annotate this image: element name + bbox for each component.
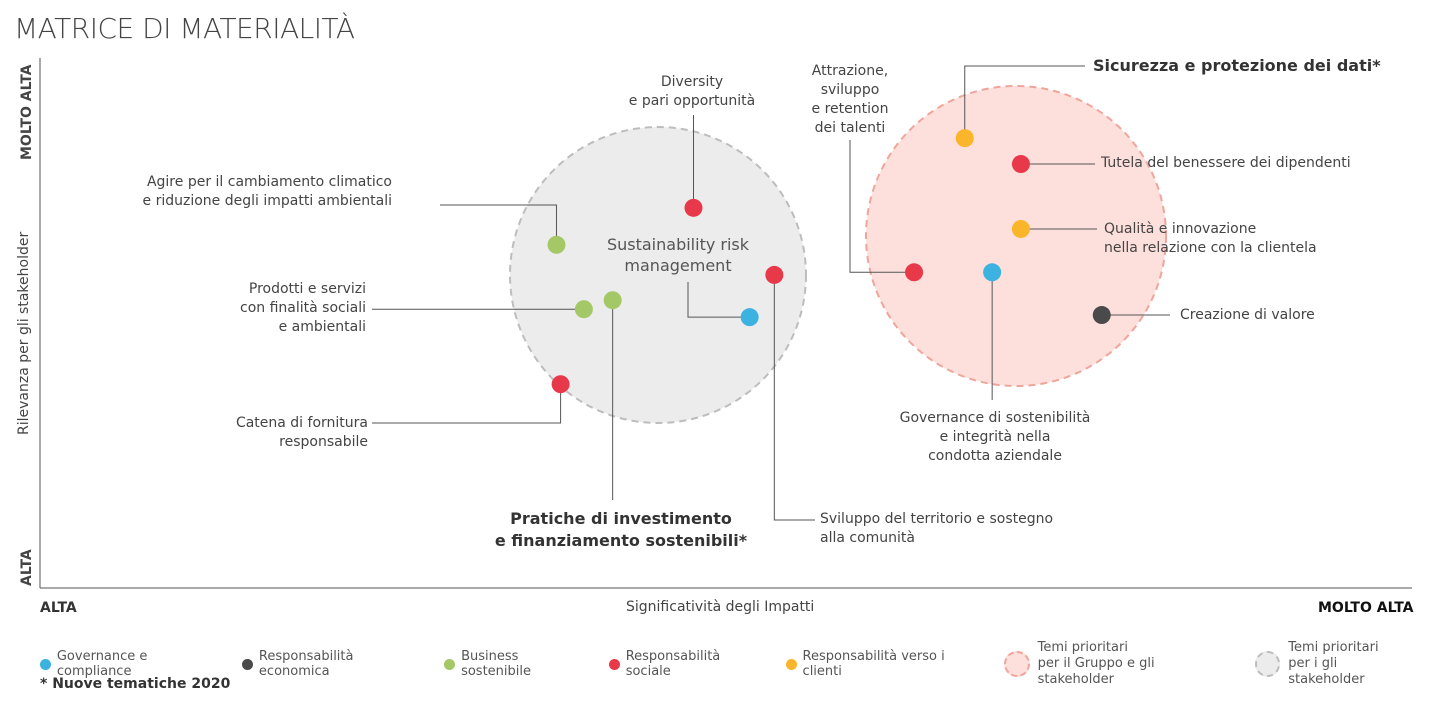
- dot-icon: [40, 658, 51, 670]
- legend-label: Business sostenibile: [461, 649, 531, 679]
- x-tick-alta: ALTA: [40, 600, 77, 616]
- label-line: alla comunità: [820, 530, 915, 546]
- label-line: Pratiche di investimento: [510, 509, 732, 528]
- label-creazione: Creazione di valore: [1180, 307, 1315, 323]
- legend-label: Responsabilità sociale: [625, 649, 721, 679]
- footnote: * Nuove tematiche 2020: [40, 676, 231, 692]
- label-clima: Agire per il cambiamento climatico e ridu…: [80, 173, 392, 211]
- dot-icon: [242, 658, 253, 670]
- leader-line-catena: [372, 384, 562, 424]
- label-line: Prodotti e servizi: [248, 281, 366, 297]
- point-clima: [547, 235, 566, 254]
- label-line: Attrazione,: [811, 63, 889, 79]
- label-line: condotta aziendale: [928, 448, 1062, 464]
- legend-item-sociale: Responsabilità sociale: [608, 649, 768, 679]
- label-line: con finalità sociali: [240, 300, 366, 316]
- leader-line-sicurezza: [964, 65, 1085, 139]
- x-tick-molto-alta: MOLTO ALTA: [1318, 600, 1414, 616]
- label-line: Governance di sostenibilità: [899, 410, 1091, 426]
- y-axis-label: Rilevanza per gli stakeholder: [16, 231, 32, 435]
- leader-line-attrazione: [849, 140, 915, 273]
- label-territorio: Sviluppo del territorio e sostegno alla c…: [820, 510, 1053, 548]
- label-investimento: Pratiche di investimento e finanziamento …: [476, 508, 766, 552]
- label-line: responsabile: [279, 434, 368, 450]
- point-prodotti: [574, 300, 593, 319]
- y-tick-molto-alta: MOLTO ALTA: [19, 64, 35, 161]
- legend-label: per i gli stakeholder: [1288, 656, 1365, 687]
- legend-label: Responsabilità economica: [258, 649, 354, 679]
- label-line: dei talenti: [814, 120, 886, 136]
- label-qualita: Qualità e innovazione nella relazione con…: [1104, 220, 1317, 258]
- dot-icon: [785, 658, 797, 670]
- dot-icon: [608, 658, 620, 670]
- point-risk: [740, 308, 759, 327]
- label-line: Diversity: [660, 74, 724, 90]
- legend-item-business: Business sostenibile: [444, 649, 591, 679]
- label-diversity: Diversity e pari opportunità: [612, 73, 772, 111]
- legend-label: Responsabilità verso i clienti: [802, 649, 945, 679]
- point-tutela: [1011, 155, 1030, 174]
- legend: Governance e compliance Responsabilità e…: [40, 640, 1434, 688]
- label-governance: Governance di sostenibilità e integrità n…: [880, 409, 1110, 466]
- label-prodotti: Prodotti e servizi con finalità sociali e …: [166, 280, 366, 337]
- label-line: e finanziamento sostenibili*: [494, 531, 748, 550]
- dot-icon: [444, 658, 456, 670]
- label-risk: Sustainability risk management: [588, 234, 768, 276]
- ring-icon: [1254, 651, 1281, 677]
- point-qualita: [1011, 219, 1030, 238]
- region-stakeholder: [509, 126, 807, 424]
- point-sicurezza: [955, 129, 974, 148]
- ring-icon: [1003, 651, 1030, 677]
- legend-label: Temi prioritari: [1288, 640, 1379, 655]
- point-investimento: [603, 291, 622, 310]
- y-tick-alta: ALTA: [19, 549, 35, 586]
- label-line: Sviluppo del territorio e sostegno: [820, 511, 1054, 527]
- legend-item-clienti: Responsabilità verso i clienti: [785, 649, 986, 679]
- legend-item-economica: Responsabilità economica: [242, 649, 426, 679]
- point-catena: [551, 375, 570, 394]
- point-diversity: [684, 198, 703, 217]
- label-sicurezza: Sicurezza e protezione dei dati*: [1093, 56, 1381, 75]
- leader-line-risk: [687, 282, 750, 318]
- leader-line-territorio: [773, 274, 815, 521]
- legend-label: Governance e compliance: [56, 649, 148, 679]
- label-line: e pari opportunità: [628, 93, 756, 109]
- leader-line-clima: [440, 204, 557, 245]
- label-line: sviluppo: [820, 82, 880, 98]
- label-line: Qualità e innovazione: [1104, 221, 1257, 237]
- label-line: e retention: [811, 101, 889, 117]
- point-creazione: [1092, 306, 1111, 325]
- label-attrazione: Attrazione, sviluppo e retention dei talent…: [790, 62, 910, 138]
- label-line: e riduzione degli impatti ambientali: [142, 193, 392, 209]
- label-line: Catena di fornitura: [235, 415, 368, 431]
- legend-label: per il Gruppo e gli stakeholder: [1037, 656, 1155, 687]
- label-line: e ambientali: [278, 319, 366, 335]
- label-catena: Catena di fornitura responsabile: [168, 414, 368, 452]
- label-tutela: Tutela del benessere dei dipendenti: [1101, 155, 1351, 171]
- legend-item-governance: Governance e compliance: [40, 649, 224, 679]
- legend-label: Temi prioritari: [1037, 640, 1128, 655]
- label-line: Agire per il cambiamento climatico: [146, 174, 392, 190]
- point-governance: [983, 263, 1002, 282]
- label-line: Sustainability risk: [606, 235, 750, 254]
- x-axis-label: Significatività degli Impatti: [626, 599, 815, 615]
- label-line: nella relazione con la clientela: [1104, 240, 1317, 256]
- page-title: MATRICE DI MATERIALITÀ: [14, 12, 355, 45]
- label-line: management: [624, 256, 732, 275]
- label-line: e integrità nella: [939, 429, 1051, 445]
- point-territorio: [765, 265, 784, 284]
- point-attrazione: [905, 263, 924, 282]
